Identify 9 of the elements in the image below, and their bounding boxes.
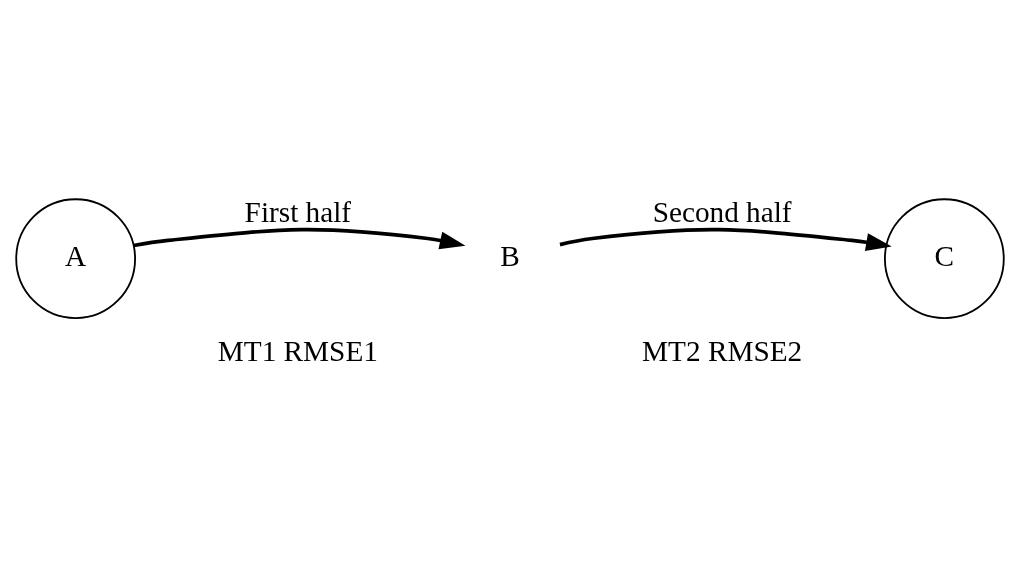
label: MT1 RMSE1 <box>217 334 378 367</box>
arrow <box>133 227 466 249</box>
label: MT2 RMSE2 <box>642 334 803 367</box>
edge-label: First half <box>244 195 352 228</box>
arrow <box>559 227 892 251</box>
edge-label: Second half <box>652 195 792 228</box>
node-circle: A <box>15 197 136 319</box>
node-circle: C <box>884 197 1005 319</box>
node-text: B <box>500 239 520 272</box>
